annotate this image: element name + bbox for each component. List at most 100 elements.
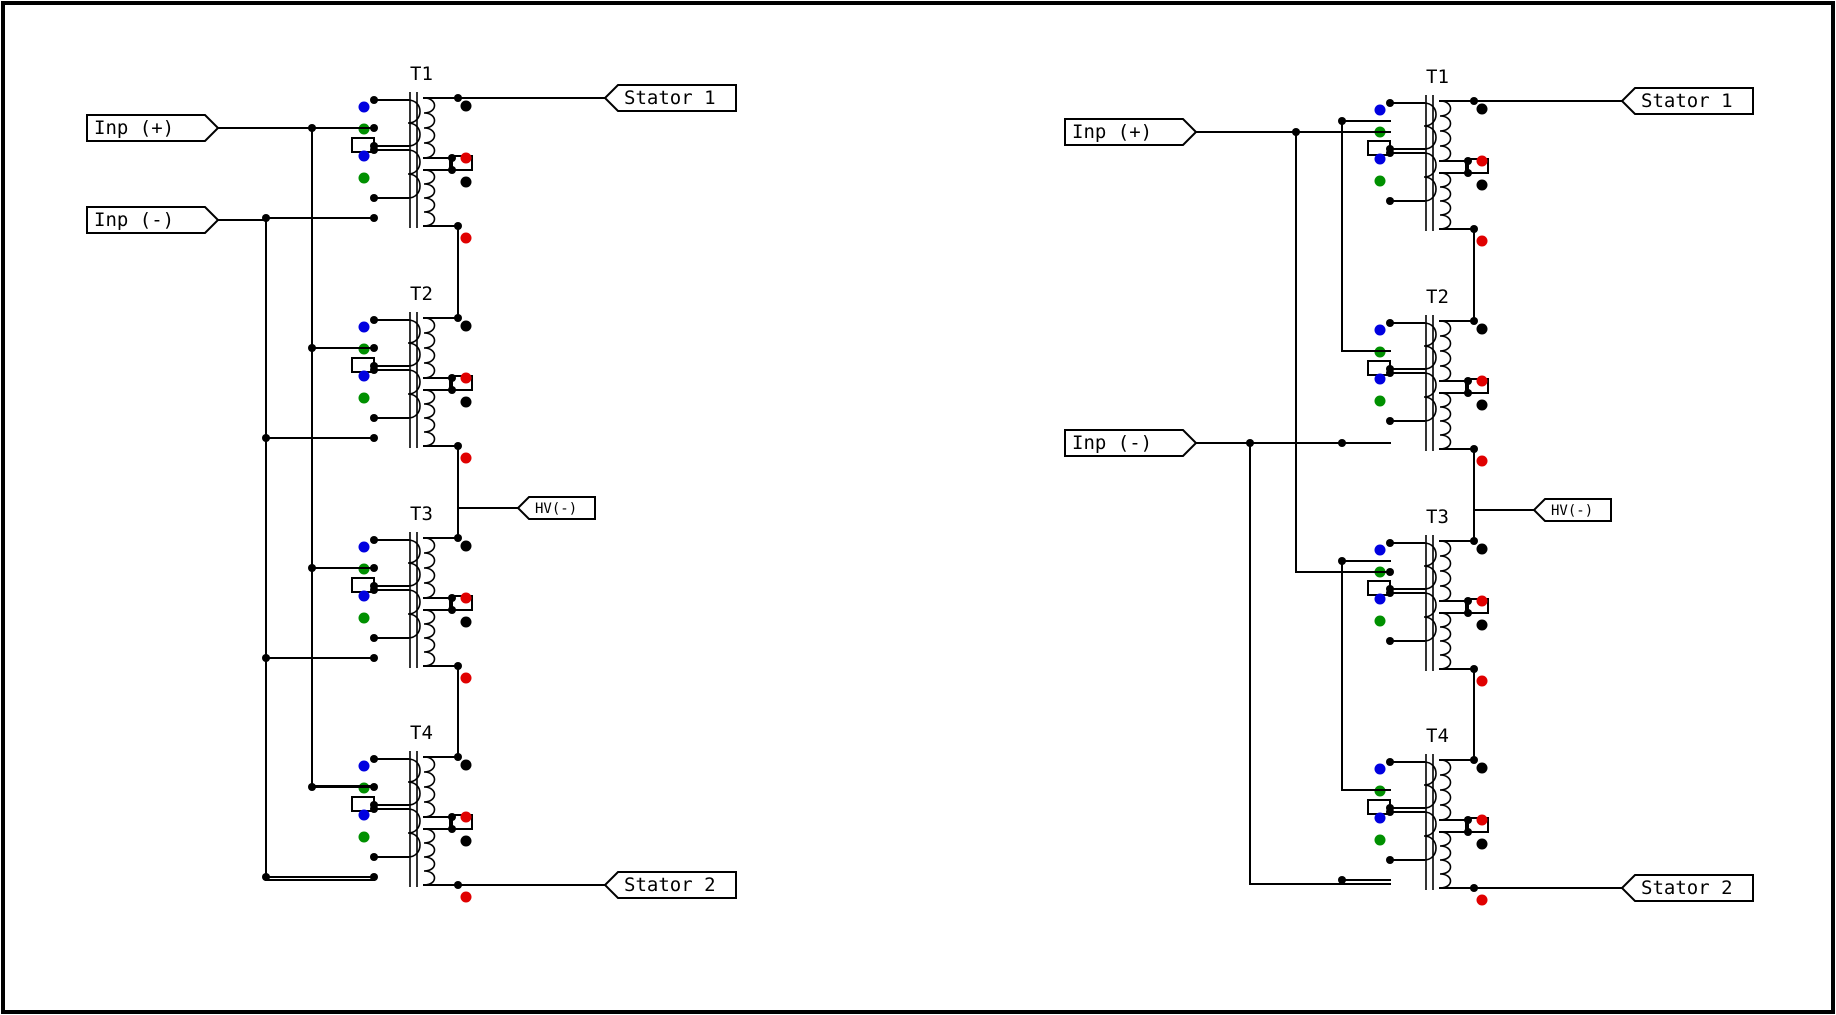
junction-dot [1386, 417, 1394, 425]
polarity-dot-icon [358, 612, 370, 624]
port-label: Inp (+) [1072, 121, 1152, 143]
junction-dot [308, 783, 316, 791]
junction-dot [370, 873, 378, 881]
port-label: HV(-) [535, 501, 577, 517]
secondary-coil [423, 828, 436, 886]
secondary-coil [1439, 540, 1452, 602]
transformer-label: T2 [1426, 286, 1449, 308]
input-port-arrow-icon [86, 206, 220, 234]
wire [1439, 600, 1469, 614]
polarity-dot-icon [1374, 373, 1386, 385]
polarity-dot-icon [460, 616, 472, 628]
secondary-coil [423, 756, 436, 818]
polarity-dot-icon [1476, 323, 1488, 335]
junction-dot [370, 434, 378, 442]
junction-dot [1386, 149, 1394, 157]
polarity-dot-icon [460, 891, 472, 903]
output-port-arrow-icon [1532, 498, 1612, 522]
polarity-dot-icon [1374, 544, 1386, 556]
primary-coil [1423, 811, 1437, 861]
polarity-dot-icon [1374, 104, 1386, 116]
junction-dot [1338, 876, 1346, 884]
secondary-coil [423, 169, 436, 227]
junction-dot [262, 434, 270, 442]
junction-dot [1386, 589, 1394, 597]
secondary-coil [423, 609, 436, 667]
polarity-dot-icon [358, 831, 370, 843]
junction-dot [1386, 758, 1394, 766]
junction-dot [1464, 157, 1472, 165]
primary-coil [1423, 542, 1437, 590]
wire [1439, 380, 1469, 394]
polarity-dot-icon [460, 452, 472, 464]
primary-coil [1423, 372, 1437, 422]
secondary-coil [1439, 100, 1452, 162]
junction-dot [1386, 568, 1394, 576]
junction-dot [308, 124, 316, 132]
polarity-dot-icon [1374, 175, 1386, 187]
transformer-label: T4 [1426, 725, 1449, 747]
junction-dot [1464, 597, 1472, 605]
junction-dot [448, 386, 456, 394]
polarity-dot-icon [1476, 399, 1488, 411]
polarity-dot-icon [460, 152, 472, 164]
junction-dot [370, 536, 378, 544]
junction-dot [1386, 808, 1394, 816]
polarity-dot-icon [460, 396, 472, 408]
junction-dot [1386, 856, 1394, 864]
polarity-dot-icon [358, 321, 370, 333]
primary-coil [1423, 102, 1437, 150]
secondary-coil [423, 317, 436, 379]
polarity-dot-icon [1374, 395, 1386, 407]
junction-dot [1464, 816, 1472, 824]
port-label: Inp (-) [1072, 432, 1152, 454]
input-port-arrow-icon [1064, 118, 1198, 146]
junction-dot [370, 586, 378, 594]
polarity-dot-icon [358, 590, 370, 602]
primary-coil [407, 369, 421, 419]
junction-dot [448, 374, 456, 382]
transformer-label: T1 [1426, 66, 1449, 88]
junction-dot [370, 564, 378, 572]
junction-dot [370, 214, 378, 222]
output-port-arrow-icon [1620, 874, 1754, 902]
port-label: HV(-) [1551, 503, 1593, 519]
polarity-dot-icon [1476, 595, 1488, 607]
wire [1341, 560, 1391, 791]
polarity-dot-icon [1374, 324, 1386, 336]
junction-dot [1464, 609, 1472, 617]
polarity-dot-icon [1476, 375, 1488, 387]
wire [423, 597, 453, 611]
port-label: Stator 1 [624, 87, 716, 109]
secondary-coil [1439, 831, 1452, 889]
input-port-arrow-icon [1064, 429, 1198, 457]
polarity-dot-icon [358, 809, 370, 821]
junction-dot [448, 154, 456, 162]
polarity-dot-icon [1374, 812, 1386, 824]
polarity-dot-icon [1476, 894, 1488, 906]
junction-dot [370, 96, 378, 104]
polarity-dot-icon [358, 172, 370, 184]
polarity-dot-icon [1476, 838, 1488, 850]
polarity-dot-icon [460, 672, 472, 684]
junction-dot [1464, 389, 1472, 397]
polarity-dot-icon [358, 370, 370, 382]
junction-dot [1338, 439, 1346, 447]
wire [217, 219, 375, 881]
primary-coil [407, 808, 421, 858]
polarity-dot-icon [460, 811, 472, 823]
junction-dot [370, 805, 378, 813]
junction-dot [370, 366, 378, 374]
junction-dot [448, 594, 456, 602]
output-port-arrow-icon [603, 871, 737, 899]
junction-dot [370, 316, 378, 324]
polarity-dot-icon [358, 150, 370, 162]
transformer-label: T3 [1426, 506, 1449, 528]
secondary-coil [1439, 172, 1452, 230]
junction-dot [262, 873, 270, 881]
polarity-dot-icon [460, 372, 472, 384]
